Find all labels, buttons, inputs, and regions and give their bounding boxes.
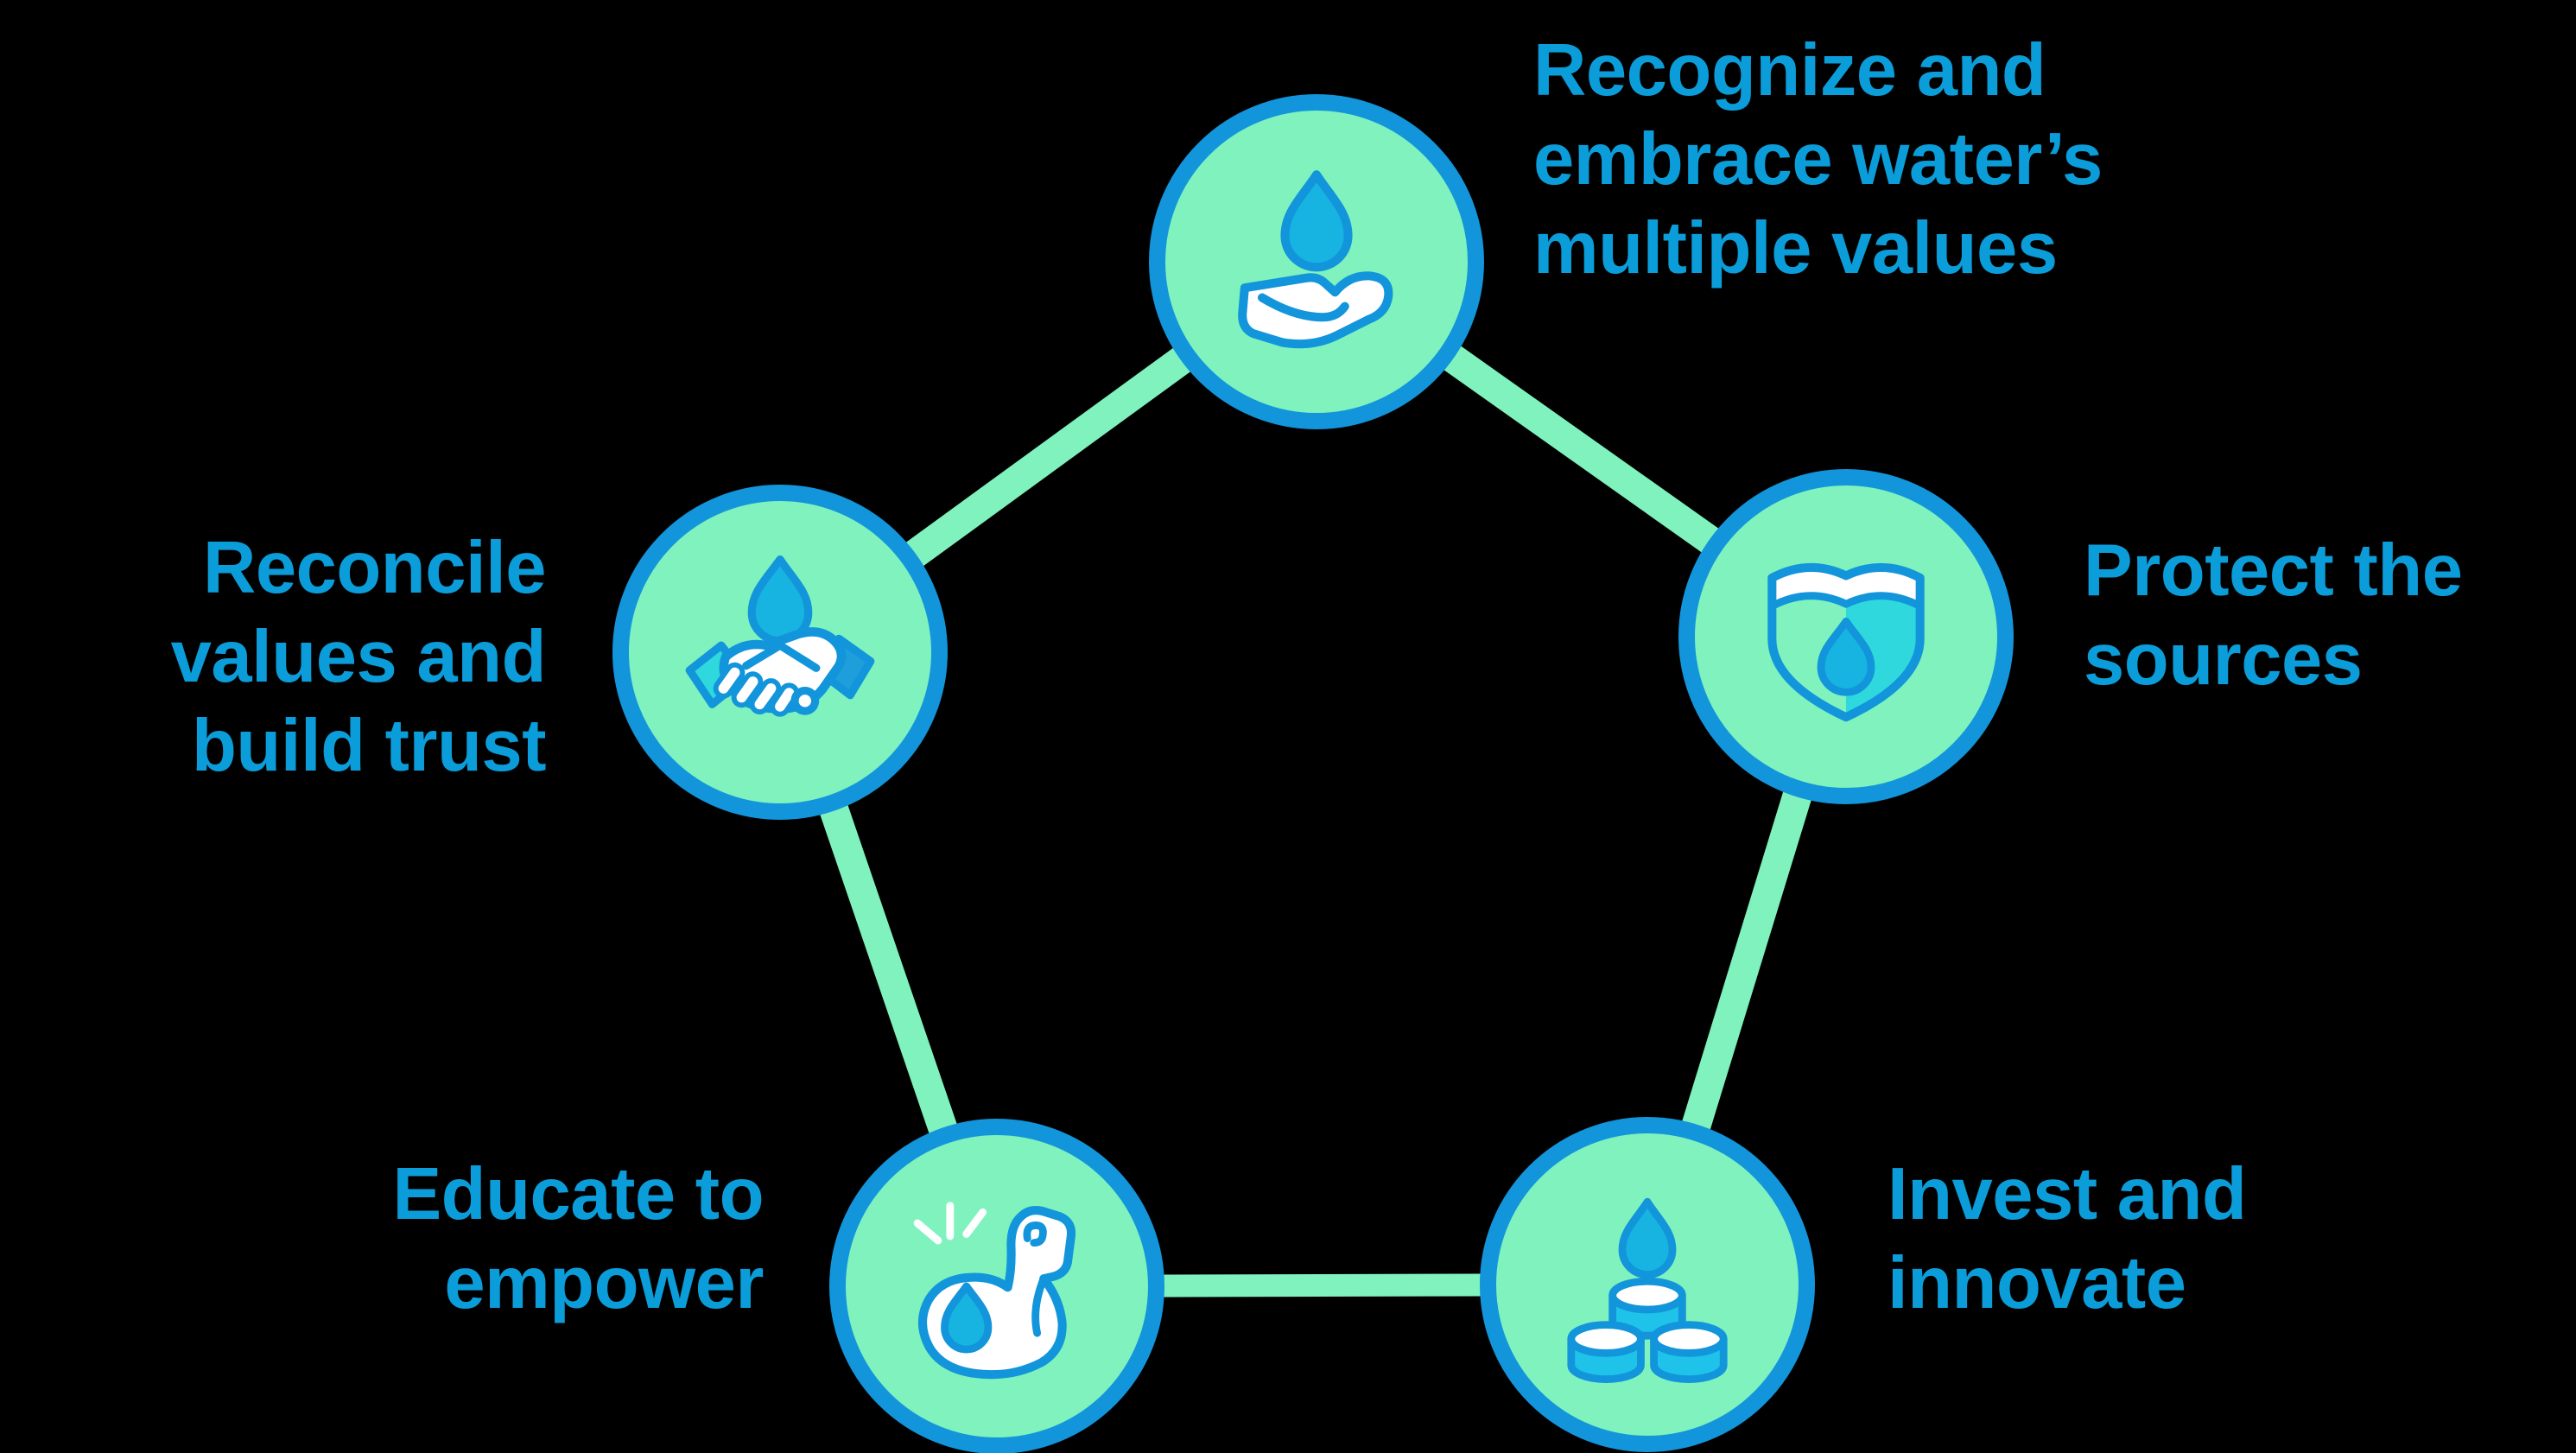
label-line: values and [170, 616, 547, 698]
label-line: Educate to [392, 1153, 764, 1235]
label-reconcile: Reconcile values and build trust [130, 523, 547, 790]
label-recognize: Recognize and embrace water’s multiple v… [1533, 26, 2103, 293]
label-line: embrace water’s [1533, 118, 2103, 200]
label-line: Protect the [2084, 530, 2463, 612]
handshake-water-drop-icon [685, 555, 875, 717]
label-line: multiple values [1533, 207, 2058, 289]
label-line: sources [2084, 619, 2363, 701]
node-invest [1480, 1117, 1815, 1452]
label-line: Invest and [1888, 1153, 2247, 1235]
node-reconcile [612, 485, 948, 820]
label-line: empower [444, 1242, 764, 1324]
label-invest: Invest and innovate [1888, 1150, 2247, 1328]
label-line: innovate [1888, 1242, 2186, 1324]
water-drop-coins-icon [1567, 1197, 1728, 1384]
node-recognize [1149, 94, 1484, 429]
label-line: Recognize and [1533, 29, 2046, 111]
label-educate: Educate to empower [347, 1150, 764, 1328]
hand-holding-water-drop-icon [1238, 170, 1393, 349]
label-protect: Protect the sources [2084, 526, 2463, 704]
label-line: Reconcile [202, 527, 547, 609]
node-protect [1678, 469, 2014, 804]
strong-arm-water-drop-icon [913, 1202, 1076, 1380]
shield-water-drop-icon [1767, 562, 1925, 722]
label-line: build trust [192, 705, 547, 787]
node-educate [829, 1119, 1164, 1453]
